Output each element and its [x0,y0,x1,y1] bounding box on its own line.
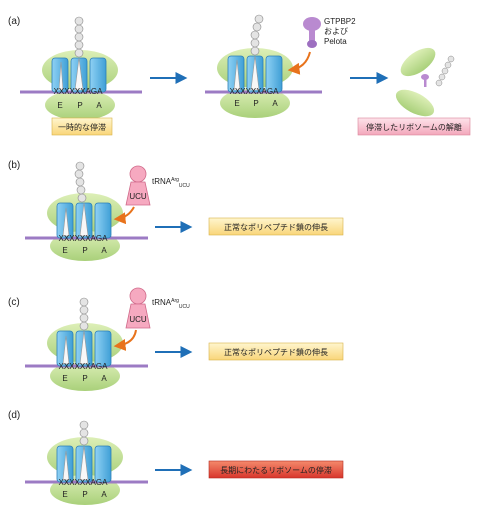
site-label-e: E [62,246,67,255]
site-label-e: E [62,490,67,499]
binding-arrow [113,329,137,351]
released-peptide [435,55,455,87]
incoming-trna: UCU [125,287,151,329]
result-box: 正常なポリペプチド鎖の伸長 [208,217,344,236]
nascent-peptide [74,161,87,203]
anticodon: UCU [129,192,147,201]
trna-label: tRNAArgUCU [152,177,190,189]
a-site [265,55,283,93]
site-label-e: E [234,99,239,108]
peptidyl-trna [79,330,89,365]
codon-sequence: XXXXXXAGA [59,362,109,371]
site-label-a: A [101,490,107,499]
site-label-p: P [82,246,87,255]
nascent-peptide [250,14,264,56]
result-text: 正常なポリペプチド鎖の伸長 [224,347,328,357]
site-label-p: P [82,490,87,499]
a-site [89,57,107,93]
a-site [94,330,112,367]
site-label-a: A [101,246,107,255]
nascent-peptide [79,297,89,331]
factor-name-2: Pelota [324,37,347,46]
codon-sequence: XXXXXXAGA [54,87,104,96]
codon-sequence: XXXXXXAGA [59,234,109,243]
panel-tag: (a) [8,16,20,27]
result-text: 長期にわたるリボソームの停滞 [220,465,332,475]
site-label-p: P [253,99,258,108]
site-label-e: E [62,374,67,383]
codon-sequence: XXXXXXAGA [230,87,280,96]
panel-b: (b) XXXXXXAGA E P A UCU tRNAArgUCU [8,160,344,261]
factor-name: GTPBP2 [324,17,356,26]
panel-d: (d) XXXXXXAGA E P A 長期にわたるリボソームの停滞 [8,410,344,505]
panel-tag: (d) [8,410,20,421]
anticodon: UCU [129,315,147,324]
site-label-e: E [57,101,62,110]
result-box: 正常なポリペプチド鎖の伸長 [208,342,344,361]
ribosome: XXXXXXAGA E P A [25,420,148,505]
panel-c: (c) XXXXXXAGA E P A UCU tRNAArgUCU [8,287,344,391]
incoming-trna: UCU [125,165,151,206]
caption-box: 一時的な停滞 [51,117,113,136]
site-label-p: P [77,101,82,110]
ribosome: XXXXXXAGA E P A [25,161,148,261]
a-site [94,445,112,483]
factor-conjunction: および [324,27,348,36]
ribosome: XXXXXXAGA E P A [25,297,148,391]
peptidyl-trna [79,445,89,481]
dissociated-subunits [395,47,455,117]
panel-tag: (b) [8,160,20,171]
caption-text: 一時的な停滞 [58,122,106,132]
gtpbp2-pelota-icon [303,17,321,48]
peptidyl-trna [74,57,84,91]
panel-tag: (c) [8,297,20,308]
result-text: 正常なポリペプチド鎖の伸長 [224,222,328,232]
peptidyl-trna [250,55,260,91]
site-label-a: A [96,101,102,110]
site-label-a: A [101,374,107,383]
released-factor-icon [421,74,429,87]
binding-arrow [113,206,135,225]
site-label-a: A [272,99,278,108]
site-label-p: P [82,374,87,383]
result-box: 長期にわたるリボソームの停滞 [208,460,344,479]
codon-sequence: XXXXXXAGA [59,478,109,487]
nascent-peptide [74,16,84,58]
ribosome-with-factor: XXXXXXAGA E P A GTPBP2 および Pelota [205,14,356,118]
binding-arrow [287,51,311,75]
peptidyl-trna [79,202,89,237]
trna-label: tRNAArgUCU [152,298,190,310]
nascent-peptide [79,420,89,446]
a-site [94,202,112,239]
result-box: 停滞したリボソームの解離 [357,117,471,136]
ribosome: XXXXXXAGA E P A [20,16,142,120]
result-text: 停滞したリボソームの解離 [366,122,462,132]
panel-a: (a) XXXXXXAGA E P A 一時的な停滞 [8,14,471,136]
